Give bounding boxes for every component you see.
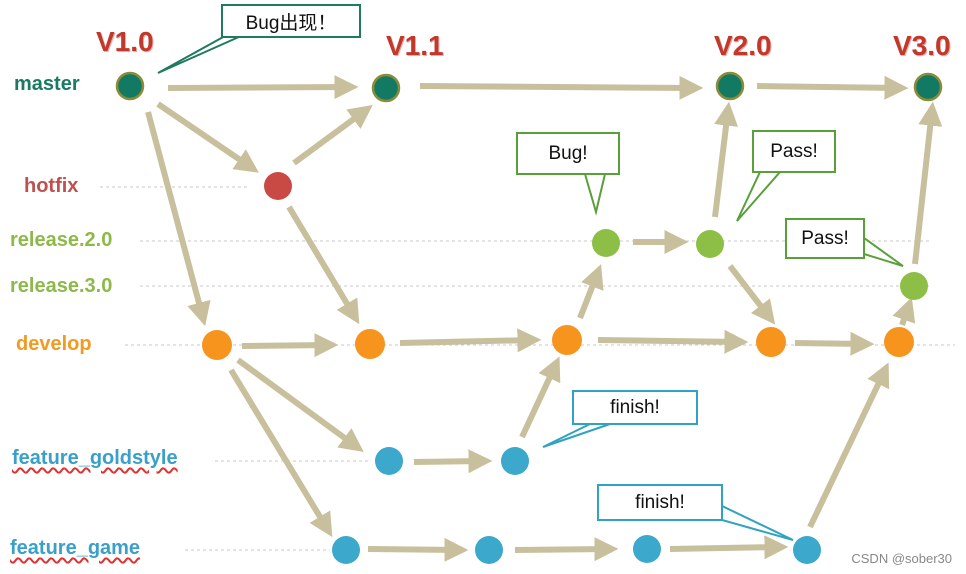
node-release3 (900, 272, 928, 300)
arrow-release2-v20 (712, 101, 739, 218)
branch-label-develop: develop (16, 333, 92, 355)
node-game-2 (475, 536, 503, 564)
tail-pass1 (736, 171, 783, 222)
arrow-master-v10-v11 (167, 75, 359, 100)
branch-label-feature-game: feature_game (10, 537, 141, 559)
tail-bug-appear (157, 35, 242, 74)
node-master-v20 (715, 71, 745, 101)
arrow-develop-4 (794, 331, 875, 356)
arrow-game-develop (807, 362, 890, 529)
node-develop-1 (202, 330, 232, 360)
arrow-develop-1 (241, 333, 339, 358)
node-hotfix (264, 172, 292, 200)
node-goldstyle-1 (375, 447, 403, 475)
callout-bug: Bug! (516, 132, 620, 175)
callout-finish-2: finish! (597, 484, 723, 521)
arrow-develop-goldstyle (236, 357, 364, 452)
branch-label-feature-goldstyle: feature_goldstyle (12, 447, 178, 469)
node-master-v10 (115, 71, 145, 101)
arrow-v10-hotfix (156, 101, 259, 173)
callout-tails (157, 35, 904, 541)
arrow-develop-2 (399, 328, 542, 353)
arrow-release2-develop (727, 264, 776, 325)
callout-finish-1: finish! (572, 390, 698, 425)
arrow-master-v11-v20 (419, 75, 704, 100)
arrow-develop-release2 (577, 264, 604, 320)
node-game-4 (793, 536, 821, 564)
version-v20: V2.0 (714, 30, 772, 61)
node-master-v11 (371, 73, 401, 103)
branch-label-release-2: release.2.0 (10, 229, 113, 251)
version-v11: V1.1 (386, 30, 444, 61)
nodes (115, 71, 943, 564)
branch-label-hotfix: hotfix (24, 175, 79, 197)
arrow-v10-develop (145, 111, 211, 327)
tail-finish2 (721, 504, 794, 541)
node-develop-5 (884, 327, 914, 357)
arrow-hotfix-v11 (292, 105, 373, 166)
node-release2-b (696, 230, 724, 258)
callout-bug-appear: Bug出现！ (221, 4, 361, 38)
node-goldstyle-2 (501, 447, 529, 475)
node-master-v30 (913, 72, 943, 102)
node-release2-a (592, 229, 620, 257)
tail-bug (583, 173, 607, 216)
arrow-master-v20-v30 (756, 75, 909, 100)
node-develop-4 (756, 327, 786, 357)
tail-pass2 (863, 236, 904, 267)
callout-pass-1: Pass! (752, 130, 836, 173)
arrow-develop-release3 (892, 297, 916, 326)
arrow-develop-game (228, 368, 333, 538)
node-develop-2 (355, 329, 385, 359)
arrow-release3-v30 (912, 101, 943, 265)
node-game-3 (633, 535, 661, 563)
arrow-hotfix-develop (286, 205, 360, 325)
arrow-develop-3 (597, 329, 749, 354)
arrow-goldstyle-1 (413, 449, 493, 474)
tail-finish1 (542, 423, 611, 448)
arrow-game-3 (669, 535, 789, 560)
arrow-game-2 (514, 537, 619, 562)
arrows (145, 75, 943, 562)
branch-label-master: master (14, 73, 80, 95)
arrow-game-1 (367, 537, 469, 562)
node-game-1 (332, 536, 360, 564)
branch-label-release-3: release.3.0 (10, 275, 113, 297)
watermark: CSDN @sober30 (851, 551, 952, 566)
callout-pass-2: Pass! (785, 218, 865, 259)
version-v10: V1.0 (96, 26, 154, 57)
node-develop-3 (552, 325, 582, 355)
arrow-goldstyle-develop (519, 356, 561, 439)
version-v30: V3.0 (893, 30, 951, 61)
